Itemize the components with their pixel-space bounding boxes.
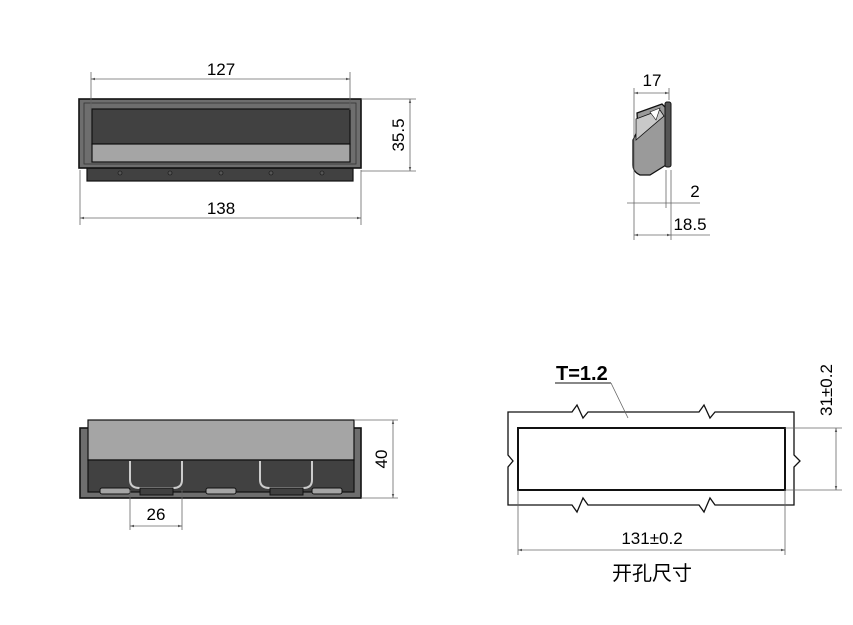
dim-40: 40 [372, 450, 391, 469]
cutout-caption: 开孔尺寸 [612, 562, 692, 585]
dim-138: 138 [207, 199, 235, 218]
side-view: 17 2 18.5 [627, 71, 710, 240]
dim-31: 31±0.2 [817, 364, 836, 416]
front-view: 127 138 35.5 [78, 60, 416, 225]
dim-2: 2 [690, 182, 699, 201]
cutout-view: T=1.2 31±0.2 131±0.2 开孔尺寸 [507, 363, 842, 585]
bottom-view: 26 40 [79, 419, 398, 530]
dim-131: 131±0.2 [621, 529, 682, 548]
dim-35-5: 35.5 [389, 118, 408, 151]
dim-17: 17 [643, 71, 662, 90]
dim-127: 127 [207, 60, 235, 79]
thickness-label: T=1.2 [556, 363, 608, 385]
dim-18-5: 18.5 [673, 215, 706, 234]
dim-26: 26 [147, 505, 166, 524]
